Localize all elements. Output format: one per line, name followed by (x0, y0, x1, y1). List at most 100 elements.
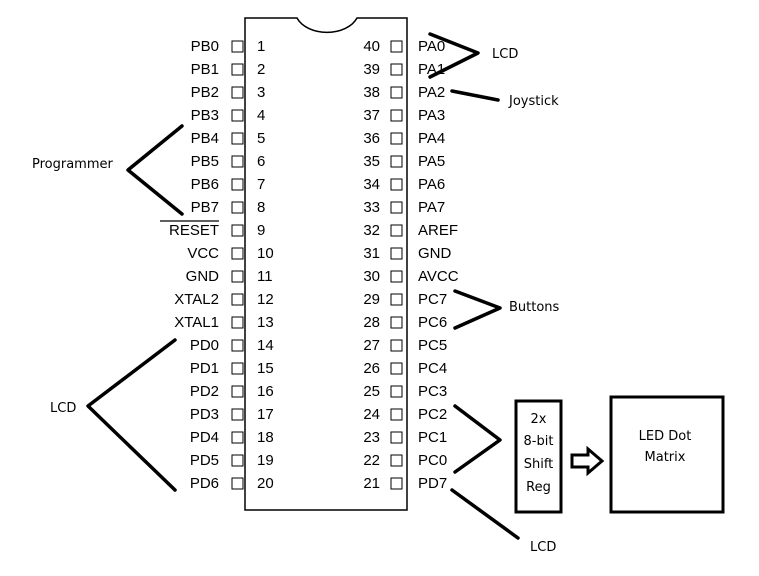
pin-number: 29 (363, 291, 380, 308)
pin-pad (231, 86, 244, 99)
pin-pad (231, 247, 244, 260)
led-matrix-line-1: LED Dot (639, 429, 692, 444)
pin-number: 27 (363, 337, 380, 354)
pin-number: 14 (257, 337, 274, 354)
left-pin: PB6 7 (191, 176, 266, 193)
pin-pad (231, 40, 244, 53)
right-pin: 38 PA2 (363, 84, 445, 101)
pin-name: PC2 (418, 406, 447, 423)
pin-number: 39 (363, 61, 380, 78)
pin-pad (231, 293, 244, 306)
pin-name: PA7 (418, 199, 445, 216)
joystick-wire (450, 89, 500, 102)
pin-name: PB4 (191, 130, 219, 147)
pin-name: PB2 (191, 84, 219, 101)
pin-name: PC1 (418, 429, 447, 446)
pin-pad (231, 477, 244, 490)
right-pin: 29 PC7 (363, 291, 447, 308)
pin-number: 4 (257, 107, 265, 124)
pin-name: PC4 (418, 360, 447, 377)
arrow-icon (570, 445, 605, 477)
pin-name: PA6 (418, 176, 445, 193)
pin-number: 2 (257, 61, 265, 78)
programmer-bracket (126, 124, 184, 216)
pin-name: PD2 (190, 383, 219, 400)
pin-pad (390, 40, 403, 53)
connection-wires (86, 32, 520, 540)
pin-name: PD7 (418, 475, 447, 492)
right-pin: 25 PC3 (363, 383, 447, 400)
pin-name: PB6 (191, 176, 219, 193)
pin-pad (231, 132, 244, 145)
pin-number: 10 (257, 245, 274, 262)
pin-number: 38 (363, 84, 380, 101)
pin-pad (231, 362, 244, 375)
pin-name: XTAL2 (174, 291, 219, 308)
pin-name: PC7 (418, 291, 447, 308)
pin-pad (231, 63, 244, 76)
pin-name: PD3 (190, 406, 219, 423)
pin-pad (231, 454, 244, 467)
right-pin: 27 PC5 (363, 337, 447, 354)
pin-pad (390, 385, 403, 398)
pin-pad (231, 109, 244, 122)
pin-number: 20 (257, 475, 274, 492)
pin-name: PD1 (190, 360, 219, 377)
pin-number: 26 (363, 360, 380, 377)
pin-pad (390, 155, 403, 168)
pin-number: 28 (363, 314, 380, 331)
pin-name: RESET (169, 222, 219, 239)
left-pin: XTAL2 12 (174, 291, 273, 308)
shift-reg-line-2: 8-bit (524, 434, 554, 449)
pin-pad (390, 86, 403, 99)
pin-name: PC5 (418, 337, 447, 354)
pin-name: AVCC (418, 268, 459, 285)
pin-pad (390, 339, 403, 352)
pin-name: PB0 (191, 38, 219, 55)
pin-name: PC3 (418, 383, 447, 400)
pin-name: AREF (418, 222, 458, 239)
pin-pad (231, 270, 244, 283)
left-pin: RESET 9 (160, 220, 265, 239)
joystick-label: Joystick (508, 94, 559, 109)
buttons-bracket (453, 289, 502, 330)
pin-pad (390, 178, 403, 191)
pin-name: PB7 (191, 199, 219, 216)
pin-pad (390, 408, 403, 421)
pin-number: 7 (257, 176, 265, 193)
pin-number: 9 (257, 222, 265, 239)
pin-pad (231, 201, 244, 214)
pc-shiftreg-bracket (453, 404, 502, 474)
pin-pad (231, 316, 244, 329)
pin-number: 30 (363, 268, 380, 285)
pin-number: 37 (363, 107, 380, 124)
pin-number: 25 (363, 383, 380, 400)
pin-name: GND (186, 268, 220, 285)
pin-number: 8 (257, 199, 265, 216)
pin-pad (390, 63, 403, 76)
pin-name: PA2 (418, 84, 445, 101)
pin-number: 12 (257, 291, 274, 308)
pin-name: PD5 (190, 452, 219, 469)
pin-pad (390, 247, 403, 260)
